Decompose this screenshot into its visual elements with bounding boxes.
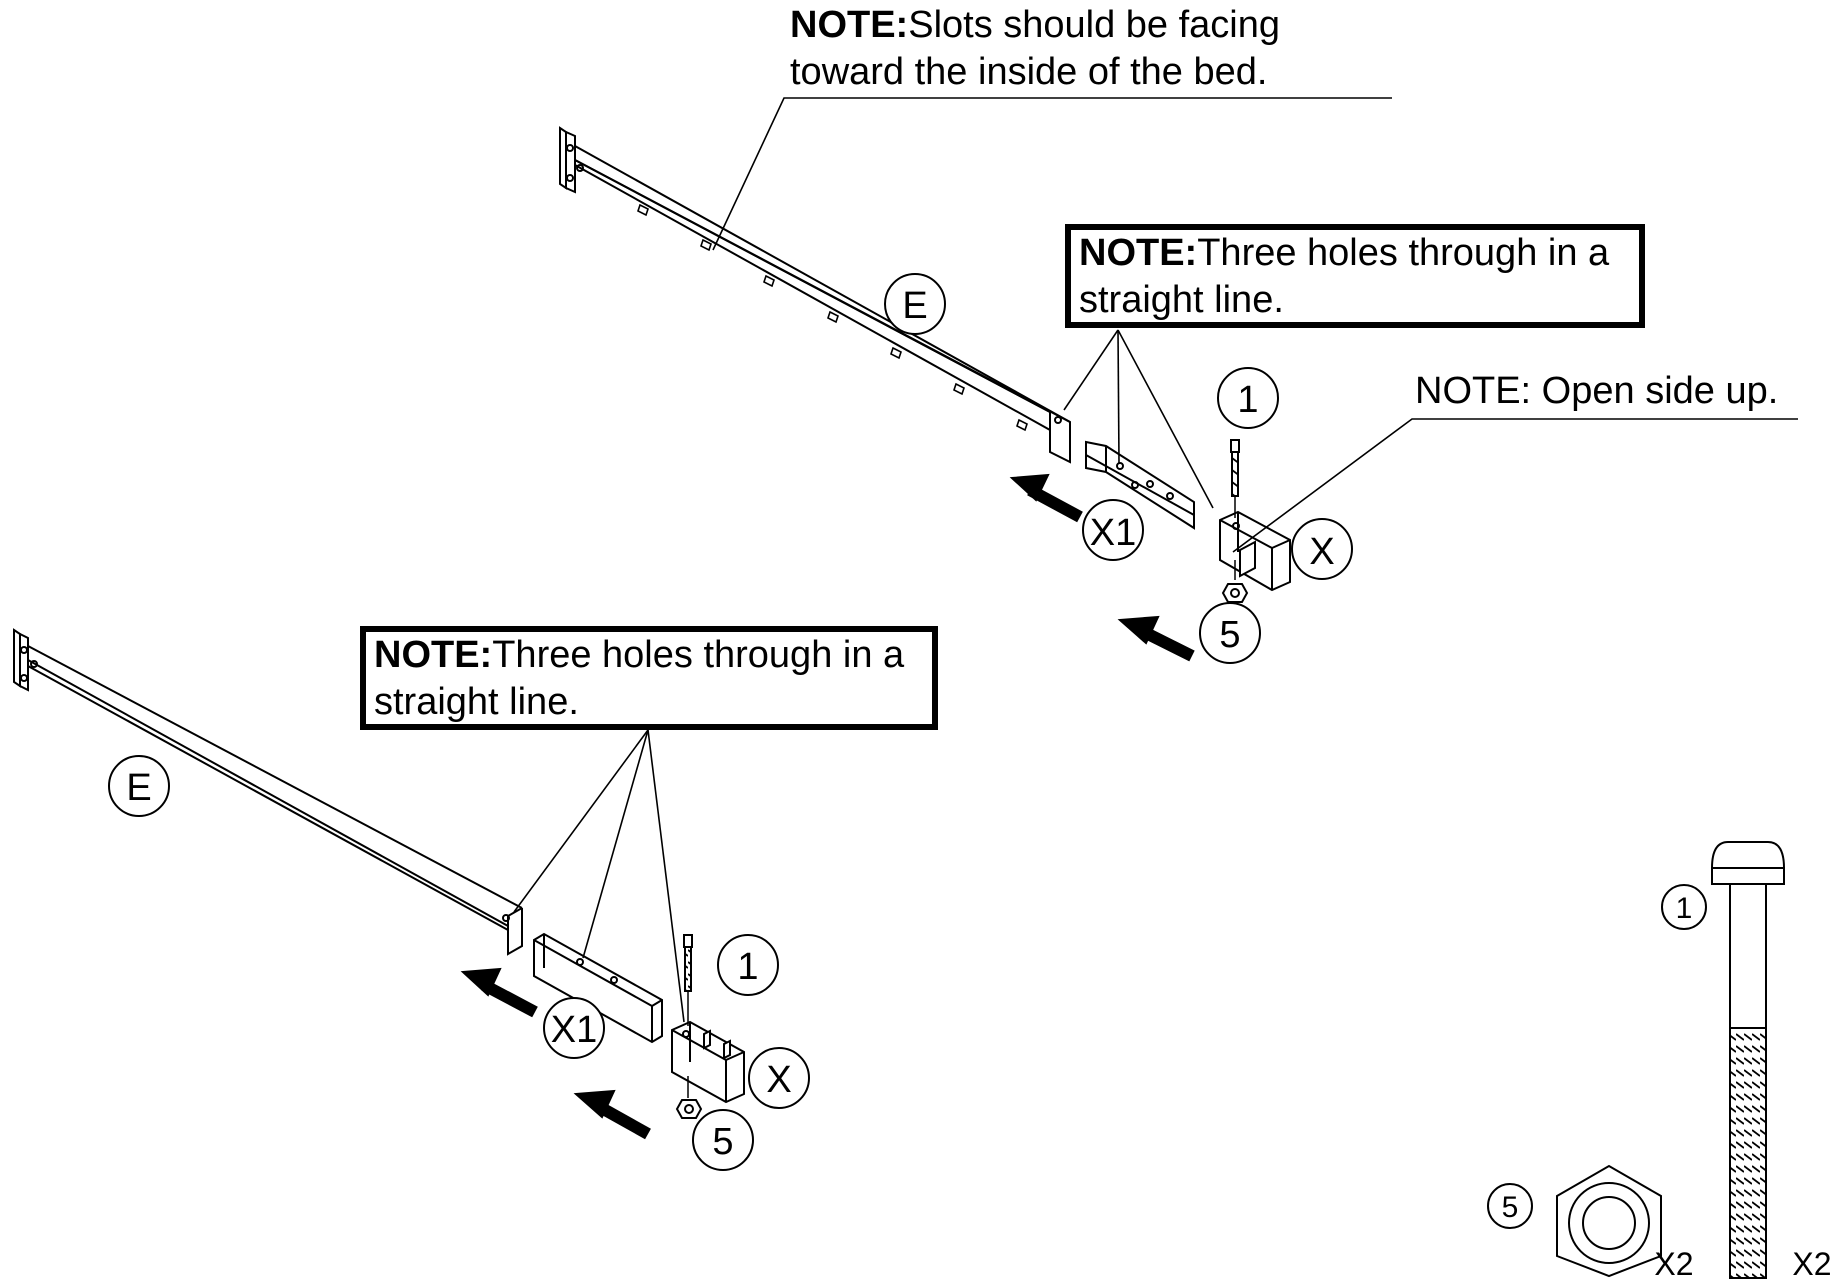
note-open-side-text: NOTE: Open side up. (1415, 370, 1779, 412)
bottom-arrow-splice (460, 967, 538, 1018)
top-splice-x1 (1085, 440, 1195, 530)
bolt-quantity: X2 (1792, 1246, 1831, 1280)
top-callout-x1-label: X1 (1090, 512, 1136, 554)
bottom-nut-5 (675, 1099, 703, 1119)
note-three-holes-top-bold: NOTE: (1079, 232, 1198, 274)
bottom-arrow-bracket (573, 1089, 651, 1140)
note-slots-line1: NOTE:Slots should be facing (790, 2, 1280, 49)
top-callout-5-label: 5 (1219, 614, 1240, 656)
top-callout-x-label: X (1309, 531, 1334, 573)
note-three-holes-bottom-line1: NOTE:Three holes through in a (374, 632, 922, 679)
top-leaders (712, 97, 1798, 553)
note-three-holes-top-line2: straight line. (1079, 279, 1284, 321)
bottom-leaders (513, 729, 685, 1023)
top-callout-x1: X1 (1082, 499, 1144, 561)
detail-bolt (1710, 841, 1786, 1279)
bottom-callout-x-label: X (766, 1059, 791, 1101)
bottom-callout-5-label: 5 (712, 1121, 733, 1163)
rail-slot-marks (637, 203, 1028, 432)
note-slots-facing: NOTE:Slots should be facing toward the i… (790, 2, 1280, 96)
detail-callout-5: 5 (1487, 1183, 1533, 1229)
bottom-callout-x1-label: X1 (551, 1009, 597, 1051)
top-arrow-bracket (1117, 615, 1195, 662)
bottom-callout-e-label: E (126, 767, 151, 809)
note-slots-bold: NOTE: (790, 4, 909, 46)
detail-nut (1556, 1164, 1662, 1278)
top-callout-1-label: 1 (1237, 379, 1258, 421)
bottom-callout-1-label: 1 (737, 946, 758, 988)
bottom-callout-e: E (108, 755, 170, 817)
top-bracket-x (1219, 510, 1291, 592)
bottom-callout-5: 5 (692, 1109, 754, 1171)
note-three-holes-bottom-bold: NOTE: (374, 634, 493, 676)
top-callout-e: E (884, 273, 946, 335)
top-assembly: E X1 X 1 5 (559, 97, 1798, 664)
top-callout-5: 5 (1199, 602, 1261, 664)
bottom-callout-x1: X1 (543, 997, 605, 1059)
note-open-side-up: NOTE: Open side up. (1415, 368, 1778, 415)
note-three-holes-top: NOTE:Three holes through in a straight l… (1065, 224, 1645, 328)
note-three-holes-top-line1: NOTE:Three holes through in a (1079, 230, 1629, 277)
top-callout-1: 1 (1217, 367, 1279, 429)
detail-callout-1: 1 (1661, 884, 1707, 930)
bottom-rail-e (13, 628, 523, 956)
bottom-callout-x: X (748, 1047, 810, 1109)
top-rail-e (559, 126, 1071, 464)
note-three-holes-bottom-text1: Three holes through in a (492, 634, 905, 676)
nut-quantity: X2 (1654, 1246, 1693, 1280)
hardware-detail: 1 5 X2 X2 (1487, 841, 1832, 1282)
bottom-bracket-x (671, 1020, 745, 1104)
top-arrow-splice (1009, 473, 1083, 523)
top-nut-5 (1221, 583, 1249, 603)
bottom-bolt-1 (683, 934, 693, 1098)
detail-callout-1-label: 1 (1676, 892, 1693, 925)
bottom-splice-x1 (533, 932, 663, 1044)
detail-callout-5-label: 5 (1502, 1191, 1519, 1224)
note-three-holes-top-text1: Three holes through in a (1197, 232, 1610, 274)
bottom-callout-1: 1 (717, 934, 779, 996)
top-bolt-1 (1230, 439, 1240, 580)
note-three-holes-bottom-line2: straight line. (374, 681, 579, 723)
note-slots-line2: toward the inside of the bed. (790, 51, 1268, 93)
note-slots-text1: Slots should be facing (908, 4, 1281, 46)
bottom-assembly: E X1 X 1 5 (13, 628, 810, 1171)
top-callout-e-label: E (902, 285, 927, 327)
note-three-holes-bottom: NOTE:Three holes through in a straight l… (360, 626, 938, 730)
top-callout-x: X (1291, 518, 1353, 580)
